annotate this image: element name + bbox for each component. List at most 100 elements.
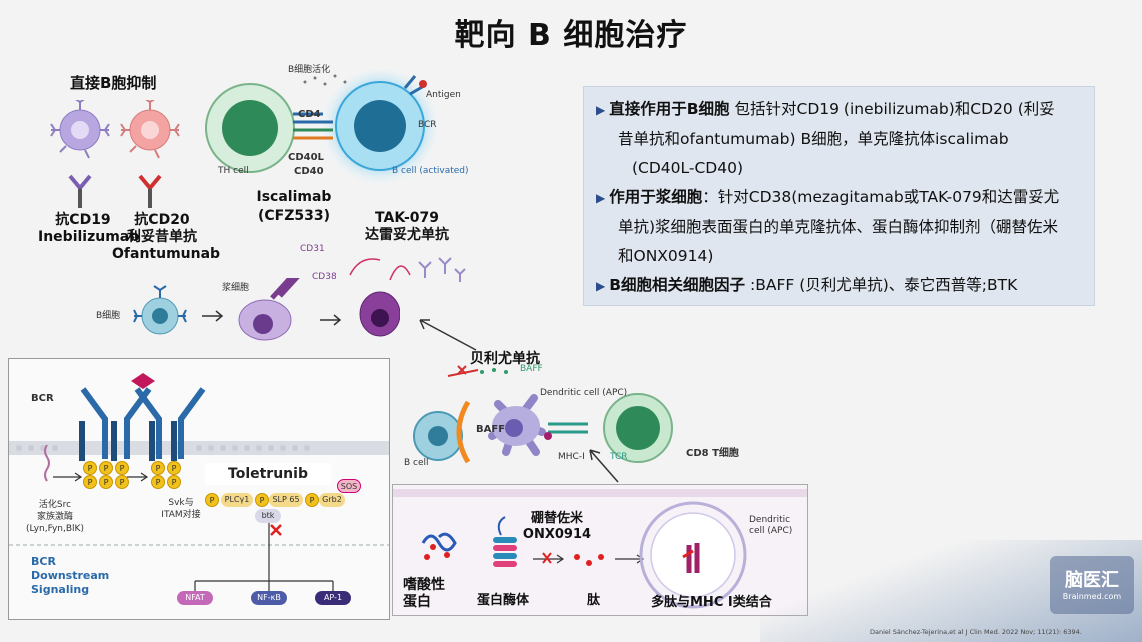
plasma-cell-label: 浆细胞 — [222, 283, 250, 293]
cd19-bcell-icon — [50, 100, 110, 159]
plasma-cell-icon — [238, 278, 300, 341]
arrow-icon — [589, 449, 619, 483]
downstream-label: BCR Downstream Signaling — [31, 555, 110, 596]
anti-cd20-label: 抗CD20 利妥昔单抗 Ofantumunab — [112, 212, 221, 262]
tcr-label: TCR — [610, 452, 628, 462]
triangle-bullet-icon: ▶ — [596, 191, 606, 205]
bcell-activated-label: B cell (activated) — [392, 166, 469, 176]
cd8-tcell-label: CD8 T细胞 — [686, 448, 739, 459]
brainmed-logo: 脑医汇 Brainmed.com — [1050, 556, 1134, 614]
bcr-label: BCR — [31, 393, 54, 404]
mhc-label: MHC-I — [558, 452, 585, 462]
btk-pill: btk — [255, 509, 281, 523]
inhibit-cross-icon — [447, 365, 479, 377]
proteasome-label: 蛋白酶体 — [477, 593, 530, 608]
iscalimab-label: Iscalimab (CFZ533) — [256, 189, 332, 224]
phosphate-icon: P — [151, 475, 165, 489]
antigen-icon — [131, 373, 155, 389]
dendritic-cell-apc-label: Dendritic cell (APC) — [749, 515, 793, 536]
baff-icon — [456, 400, 471, 464]
cd40l-label: CD40L — [288, 152, 324, 163]
bcr-label-top: BCR — [418, 120, 437, 130]
phosphate-icon: P — [205, 493, 219, 507]
src-kinase-label: 活化Src 家族激酶 (Lyn,Fyn,BlK) — [26, 500, 84, 534]
connecting-arrows — [419, 319, 619, 483]
bcell-activation-illustration — [205, 70, 440, 186]
svk-itam-label: Svk与 ITAM对接 — [161, 498, 201, 520]
phosphate-icon: P — [151, 461, 165, 475]
th-cell-label: TH cell — [218, 166, 249, 176]
anti-cd19-antibody-icon — [68, 174, 92, 208]
proteasome-illustration — [393, 489, 807, 609]
arrow-icon — [320, 314, 342, 326]
ap1-pill: AP-1 — [315, 591, 351, 605]
cd20-bcell-icon — [120, 100, 180, 159]
info-text: 和ONX0914) — [618, 247, 714, 265]
daratumumab-antibodies-illustration — [349, 257, 466, 282]
direct-inhibition-heading: 直接B胞抑制 — [70, 74, 157, 92]
bcell-drug-illustration — [50, 100, 180, 208]
dendritic-cell-illustration — [413, 365, 673, 464]
arrow-icon — [202, 310, 224, 322]
toletrunib-label: Toletrunib — [205, 463, 331, 485]
info-box: ▶直接作用于B细胞 包括针对CD19 (inebilizumab)和CD20 (… — [583, 86, 1095, 306]
baff-label: BAFF — [476, 424, 506, 435]
phosphate-icon: P — [115, 475, 129, 489]
proteasome-panel: 硼替佐米 ONX0914 Dendritic cell (APC) 嗜酸性 蛋白… — [392, 484, 808, 616]
cd31-label: CD31 — [300, 244, 325, 254]
phosphate-icon: P — [83, 475, 97, 489]
bcr-receptor-icon — [80, 387, 206, 459]
baff-small-label: BAFF — [520, 364, 543, 374]
arrow-icon — [419, 319, 477, 351]
info-text: (CD40L-CD40) — [632, 159, 744, 177]
activation-label: B细胞活化 — [288, 65, 331, 75]
info-text: 昔单抗和ofantumumab) B细胞，单克隆抗体iscalimab — [618, 130, 1009, 148]
citation: Daniel Sánchez-Tejerina,et al J Clin Med… — [870, 628, 1082, 636]
antigen-label: Antigen — [426, 90, 461, 100]
cd38-label: CD38 — [312, 272, 337, 282]
mhc-binding-label: 多肽与MHC I类结合 — [651, 595, 772, 610]
info-text: 单抗)浆细胞表面蛋白的单克隆抗体、蛋白酶体抑制剂（硼替佐米 — [618, 218, 1059, 236]
proteasome-icon — [493, 516, 517, 567]
plasma-cell-targeted-icon — [359, 291, 400, 337]
phosphate-icon: P — [255, 493, 269, 507]
bortezomib-label: 硼替佐米 ONX0914 — [522, 511, 592, 542]
cd4-label: CD4 — [298, 109, 321, 120]
phosphate-icon: P — [83, 461, 97, 475]
bcell-label: B细胞 — [96, 311, 121, 321]
triangle-bullet-icon: ▶ — [596, 103, 606, 117]
anti-cd19-label: 抗CD19 Inebilizumab — [38, 212, 140, 245]
slp65-pill: SLP 65 — [269, 493, 303, 507]
phosphate-icon: P — [167, 461, 181, 475]
sos-pill: SOS — [337, 479, 361, 493]
peptide-label: 肽 — [587, 593, 601, 608]
triangle-bullet-icon: ▶ — [596, 279, 606, 293]
plcy-pill: PLCγ1 — [221, 493, 253, 507]
phosphate-icon: P — [99, 461, 113, 475]
page-title: 靶向 B 细胞治疗 — [454, 18, 688, 53]
phosphate-icon: P — [305, 493, 319, 507]
info-item-plasma: ▶作用于浆细胞：针对CD38(mezagitamab或TAK-079和达雷妥尤 — [596, 188, 1060, 206]
grb2-pill: Grb2 — [319, 493, 345, 507]
antigen-icon — [419, 80, 427, 88]
info-item-bcell: ▶直接作用于B细胞 包括针对CD19 (inebilizumab)和CD20 (… — [596, 100, 1055, 118]
phosphate-icon: P — [115, 461, 129, 475]
peptide-icon — [574, 554, 604, 566]
nfat-pill: NFAT — [177, 591, 213, 605]
bcr-membrane-illustration — [9, 373, 389, 591]
bcell-to-plasma-illustration — [133, 278, 400, 341]
bcell-bottom-label: B cell — [404, 458, 429, 468]
nfkb-pill: NF-κB — [251, 591, 287, 605]
protein-label: 嗜酸性 蛋白 — [403, 577, 445, 610]
dendritic-cell-label: Dendritic cell (APC) — [540, 388, 628, 398]
tak079-label: TAK-079 达雷妥尤单抗 — [365, 210, 449, 243]
phosphate-icon: P — [167, 475, 181, 489]
phosphate-icon: P — [99, 475, 113, 489]
cd40-label: CD40 — [294, 166, 324, 177]
anti-cd20-antibody-icon — [138, 174, 162, 208]
inhibit-cross-icon — [542, 552, 552, 564]
protein-icon — [421, 532, 457, 552]
inhibit-cross-icon — [270, 524, 282, 536]
bcr-signaling-panel: BCR P P P P P P P P P P 活化Src 家族激酶 (Lyn,… — [8, 358, 390, 620]
bcell-icon — [133, 285, 187, 335]
